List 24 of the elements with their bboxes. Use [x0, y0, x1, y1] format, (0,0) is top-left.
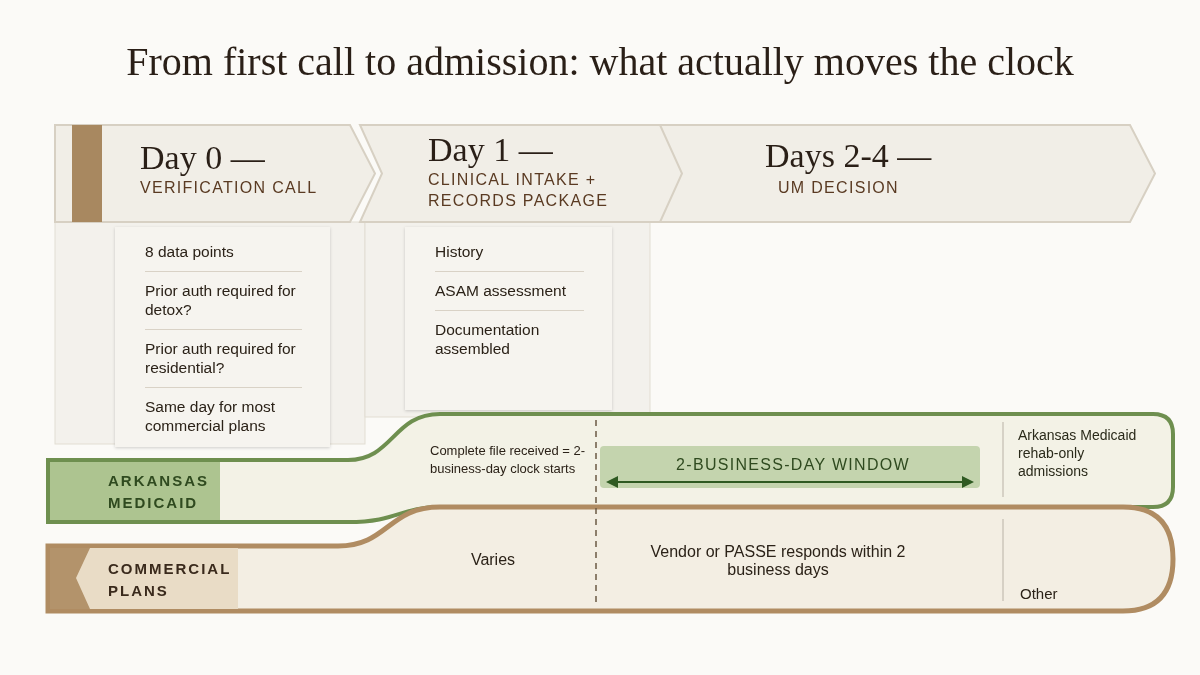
- phase-subtitle: CLINICAL INTAKE + RECORDS PACKAGE: [428, 170, 610, 211]
- phase-heading: Day 0 —: [140, 139, 265, 177]
- diagram-title: From first call to admission: what actually moves the clock: [125, 38, 1075, 85]
- checklist-item: Same day for most commercial plans: [145, 397, 277, 436]
- lane-note: 2-BUSINESS-DAY WINDOW: [675, 455, 911, 475]
- lane-label: COMMERCIAL PLANS: [108, 559, 233, 601]
- lane-note: Varies: [469, 551, 517, 569]
- checklist-item: Documentation assembled: [435, 320, 541, 359]
- phase-subtitle: UM DECISION: [778, 178, 900, 198]
- phase-subtitle: VERIFICATION CALL: [140, 178, 319, 198]
- lane-label: ARKANSAS MEDICAID: [108, 471, 210, 513]
- checklist-item: History: [435, 233, 584, 272]
- checklist-card: [405, 227, 612, 410]
- lane-note: Arkansas Medicaid rehab-only admissions: [1018, 426, 1138, 480]
- checklist-item: Prior auth required for detox?: [145, 272, 302, 330]
- checklist-card: [115, 227, 330, 447]
- lane-note: Vendor or PASSE responds within 2 business days: [649, 543, 907, 579]
- phase-heading: Day 1 —: [428, 131, 553, 169]
- checklist-item: 8 data points: [145, 233, 302, 272]
- lane-note: Other: [1020, 585, 1059, 602]
- lane-note: Complete file received = 2-business-day clock starts: [430, 442, 586, 478]
- checklist-item: Prior auth required for residential?: [145, 330, 302, 388]
- checklist-item: ASAM assessment: [435, 272, 584, 311]
- phase-heading: Days 2-4 —: [765, 137, 932, 175]
